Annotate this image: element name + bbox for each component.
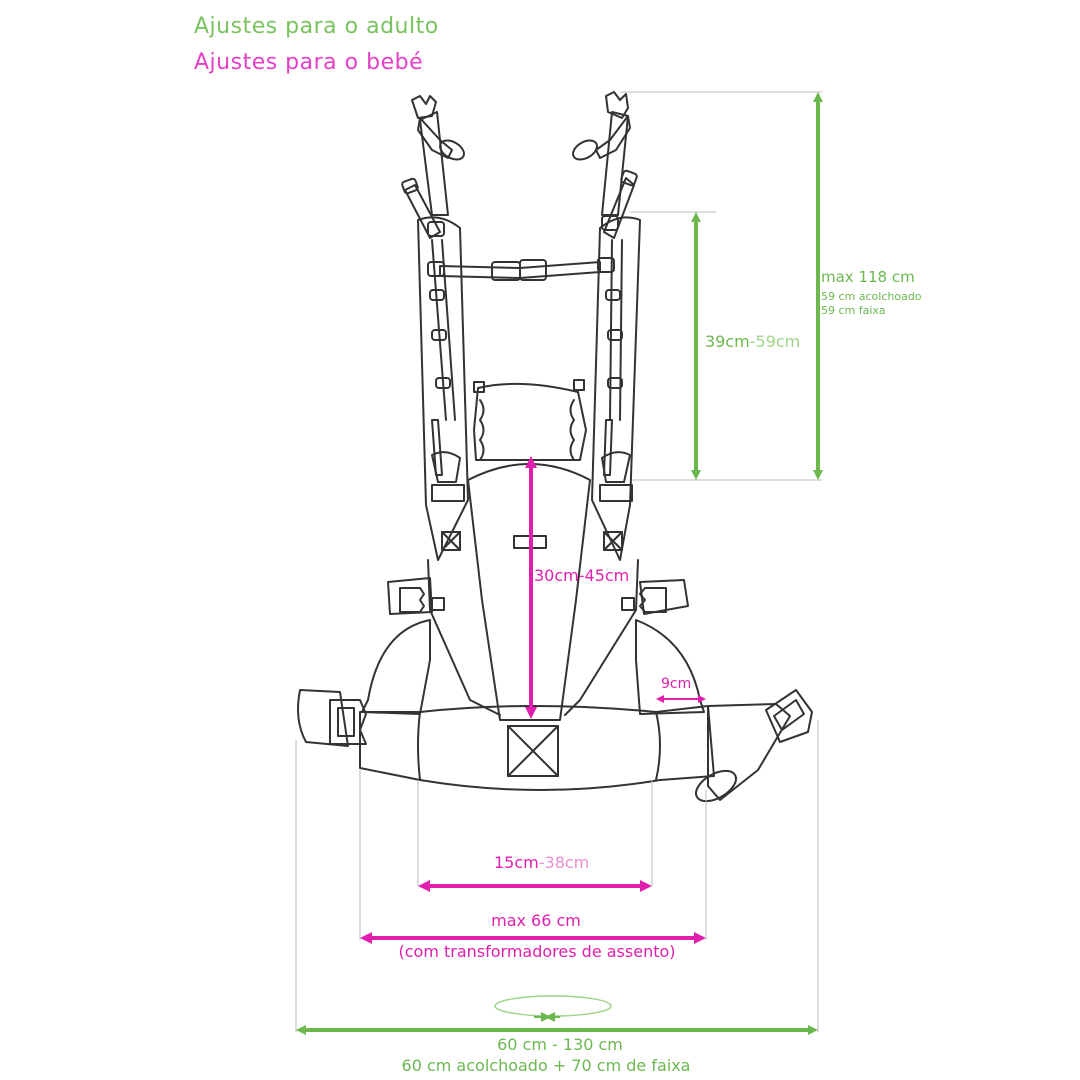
belt-inner-right (655, 711, 661, 781)
right-belt-buckle (765, 689, 813, 743)
right-lower-adjuster (599, 484, 633, 502)
left-x-patch-line-2 (441, 531, 461, 551)
belt-center-patch (507, 725, 559, 777)
headrest-fold (479, 399, 485, 461)
right-strap-slider-3 (607, 329, 623, 341)
left-webbing-tail (431, 419, 443, 476)
left-clip-buckle (399, 587, 425, 613)
right-strap-adjuster (595, 115, 631, 159)
left-belt-buckle-inner (337, 707, 355, 737)
right-strap-slider-4 (607, 377, 623, 389)
left-clip-x (431, 597, 445, 611)
waist-range: 60 cm - 130 cm (497, 1035, 623, 1054)
left-hip-clip (387, 577, 433, 615)
seat-max-title: max 66 cm (491, 911, 581, 930)
baby-measurements: 30cm-45cm 9cm 15cm-38cm max 66 cm (com t… (360, 456, 706, 961)
left-shoulder-strap (419, 111, 449, 216)
right-belt-tail (707, 703, 791, 801)
shoulder-total-padded: 59 cm acolchoado (821, 290, 922, 303)
headrest-fold-right (569, 399, 575, 461)
hip-padding-arrowhead-left (656, 695, 664, 703)
belt-inner-left (417, 711, 421, 781)
right-clip-buckle (639, 587, 667, 613)
body-panel (467, 463, 591, 721)
sternum-slider-right (597, 257, 615, 273)
left-strap-slider-3 (431, 329, 447, 341)
shoulder-padded-max: -59cm (750, 332, 801, 351)
shoulder-total-title: max 118 cm (821, 268, 915, 286)
guide-lines (295, 91, 822, 1032)
right-strap-tip (620, 169, 638, 187)
waist-detail: 60 cm acolchoado + 70 cm de faixa (402, 1056, 691, 1075)
shoulder-padded-label: 39cm-59cm (705, 332, 800, 351)
panel-outer-left (427, 559, 501, 716)
left-belt-buckle (329, 699, 367, 745)
panel-height-label: 30cm-45cm (534, 566, 629, 585)
right-buckle-top (605, 91, 629, 119)
seat-max-note: (com transformadores de assento) (398, 942, 675, 961)
right-clip-x (621, 597, 635, 611)
headrest (473, 382, 587, 461)
sternum-slider-left (427, 261, 445, 277)
left-hip-wing (361, 619, 431, 715)
left-x-patch (441, 531, 461, 551)
right-webbing-tail (603, 419, 613, 476)
right-side-strap-upper (603, 177, 635, 239)
right-padded-strap (591, 216, 641, 561)
right-belt-tail-end (695, 769, 737, 803)
left-lower-buckle (431, 451, 461, 483)
seat-width-min: 15cm (494, 853, 539, 872)
right-belt-buckle-inner (773, 699, 805, 731)
hip-padding-label: 9cm (661, 676, 691, 692)
left-padded-strap (417, 216, 469, 561)
right-hip-wing (635, 619, 705, 715)
legend-adult: Ajustes para o adulto (194, 14, 439, 39)
hip-padding-arrowhead-right (698, 695, 706, 703)
waist-belt (359, 705, 715, 791)
left-strap-slider-2 (429, 289, 445, 301)
right-shoulder-strap (601, 111, 629, 216)
left-side-strap-upper (404, 184, 441, 239)
headrest-tab-right (573, 379, 585, 391)
adult-measurements: max 118 cm 59 cm acolchoado 59 cm faixa … (296, 92, 922, 1075)
waist-rotation-ellipse (494, 995, 612, 1017)
legend-baby: Ajustes para o bebé (194, 50, 424, 75)
left-lower-adjuster (431, 484, 465, 502)
right-x-patch (603, 531, 623, 551)
right-hip-clip (639, 579, 689, 615)
left-strap-end (439, 139, 465, 161)
belt-patch-x-2 (507, 725, 559, 777)
seat-width-label: 15cm-38cm (494, 853, 589, 872)
headrest-tab-left (473, 381, 485, 393)
right-lower-buckle (601, 451, 631, 483)
left-strap-slider-1 (427, 221, 445, 237)
shoulder-total-strap: 59 cm faixa (821, 304, 886, 317)
carrier-illustration (297, 91, 813, 803)
right-strap-slider-1 (601, 215, 619, 231)
left-strap-slider-4 (435, 377, 451, 389)
left-belt-end (297, 689, 349, 747)
sternum-buckle-right (519, 259, 547, 281)
seat-width-max: -38cm (539, 853, 590, 872)
right-strap-slider-2 (605, 289, 621, 301)
shoulder-padded-min: 39cm (705, 332, 750, 351)
left-buckle-top (411, 95, 437, 119)
right-strap-end (572, 139, 598, 161)
right-x-patch-line-2 (603, 531, 623, 551)
left-strap-tip (401, 177, 419, 195)
